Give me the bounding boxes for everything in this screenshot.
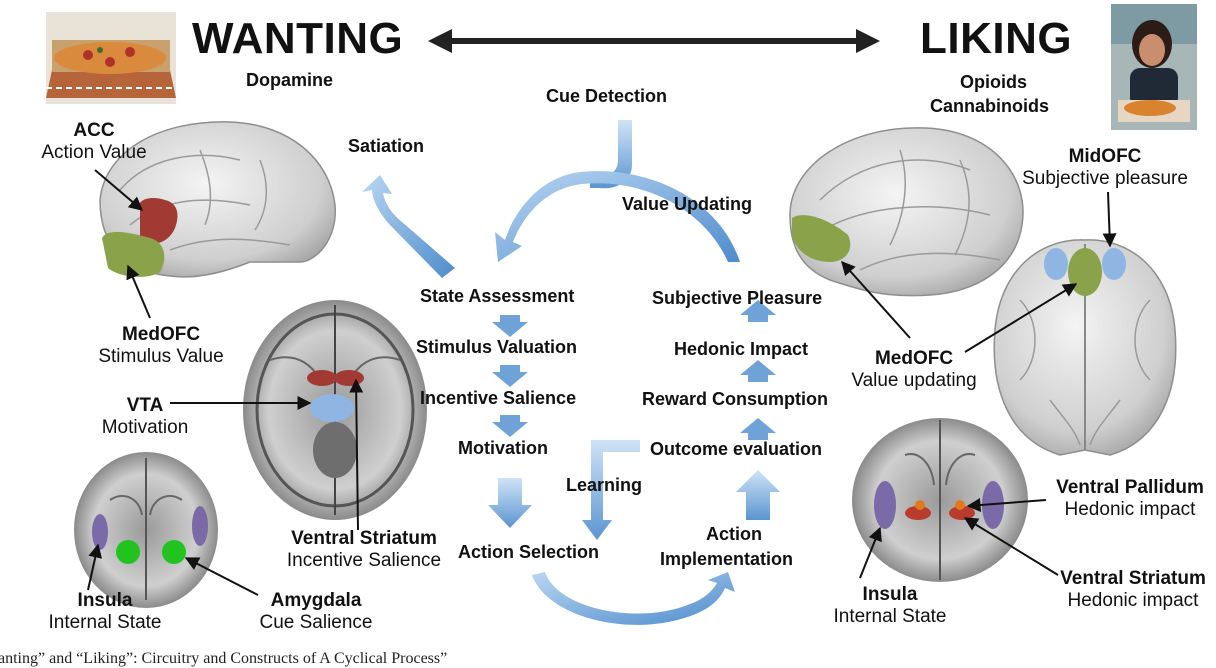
- medofc-right-sub: Value updating: [851, 370, 977, 391]
- medofc-left-title: MedOFC: [121, 324, 201, 345]
- ventral-striatum-left-title: Ventral Striatum: [291, 528, 437, 549]
- label-amygdala: Amygdala Cue Salience: [246, 590, 386, 634]
- acc-region: [139, 198, 178, 244]
- amygdala-sub: Cue Salience: [259, 612, 373, 633]
- step-subjective-pleasure: Subjective Pleasure: [652, 288, 823, 308]
- ventral-striatum-right-sub: Hedonic impact: [1067, 590, 1199, 611]
- step-outcome-evaluation: Outcome evaluation: [650, 439, 823, 459]
- midofc-region: [1068, 248, 1102, 296]
- label-medofc-left: MedOFC Stimulus Value: [88, 324, 234, 368]
- brain-coronal-left: [74, 452, 218, 608]
- down-arrow-2: [492, 365, 528, 387]
- step-stimulus-valuation: Stimulus Valuation: [416, 337, 578, 357]
- brain-medial-left: [99, 121, 336, 278]
- step-action-selection: Action Selection: [458, 542, 600, 562]
- up-arrow-4: [736, 470, 780, 520]
- up-arrow-1: [740, 300, 776, 322]
- amygdala-title: Amygdala: [270, 590, 362, 611]
- label-medofc-right: MedOFC Value updating: [842, 348, 986, 392]
- learning-label: Learning: [566, 475, 643, 495]
- acc-title: ACC: [73, 120, 115, 141]
- label-insula-left: Insula Internal State: [40, 590, 170, 634]
- step-incentive-salience: Incentive Salience: [420, 388, 577, 408]
- vta-title: VTA: [126, 395, 164, 416]
- brain-ventral: [993, 239, 1177, 456]
- up-arrow-2: [740, 360, 776, 382]
- brain-axial: [243, 300, 427, 520]
- vta-region: [310, 394, 354, 422]
- pointer-lines: [87, 169, 1117, 596]
- liking-title: LIKING: [920, 14, 1073, 63]
- figure-caption: anting” and “Liking”: Circuitry and Cons…: [0, 650, 448, 667]
- satiation-label: Satiation: [348, 136, 425, 156]
- midofc-title: MidOFC: [1068, 146, 1142, 167]
- insula-left-sub: Internal State: [48, 612, 162, 633]
- acc-sub: Action Value: [41, 142, 147, 163]
- brain-coronal-right: [852, 418, 1028, 582]
- down-arrow-1: [492, 315, 528, 337]
- step-action-implementation-2: Implementation: [660, 549, 794, 569]
- insula-right-sub: Internal State: [833, 606, 947, 627]
- ventral-striatum-left-sub: Incentive Salience: [286, 550, 442, 571]
- label-midofc: MidOFC Subjective pleasure: [1010, 146, 1200, 190]
- brain-medial-right: [789, 127, 1024, 297]
- liking-subtitle-cannabinoids: Cannabinoids: [930, 96, 1050, 116]
- ventral-pallidum-sub: Hedonic impact: [1064, 499, 1196, 520]
- insula-right-title: Insula: [862, 584, 918, 605]
- label-insula-right: Insula Internal State: [826, 584, 954, 628]
- label-ventral-pallidum: Ventral Pallidum Hedonic impact: [1046, 477, 1214, 521]
- ventral-striatum-right-title: Ventral Striatum: [1060, 568, 1206, 589]
- down-arrow-4: [488, 478, 532, 528]
- midofc-sub: Subjective pleasure: [1022, 168, 1188, 189]
- label-vta: VTA Motivation: [92, 395, 198, 439]
- down-arrow-3: [492, 415, 528, 437]
- step-state-assessment: State Assessment: [420, 286, 575, 306]
- liking-subtitle-opioids: Opioids: [960, 72, 1027, 92]
- pizza-photo: [46, 12, 176, 104]
- wanting-title: WANTING: [192, 14, 404, 63]
- cue-detection-label: Cue Detection: [546, 86, 668, 106]
- insula-left-title: Insula: [77, 590, 133, 611]
- up-arrow-3: [740, 418, 776, 440]
- step-action-implementation-1: Action: [706, 524, 762, 544]
- step-motivation: Motivation: [458, 438, 548, 458]
- step-reward-consumption: Reward Consumption: [642, 389, 829, 409]
- step-hedonic-impact: Hedonic Impact: [674, 339, 809, 359]
- cycle-arrows: [362, 120, 780, 625]
- wanting-subtitle: Dopamine: [246, 70, 334, 90]
- label-ventral-striatum-right: Ventral Striatum Hedonic impact: [1050, 568, 1216, 612]
- vta-sub: Motivation: [101, 417, 189, 438]
- medofc-left-sub: Stimulus Value: [98, 346, 224, 367]
- label-ventral-striatum-left: Ventral Striatum Incentive Salience: [274, 528, 454, 572]
- medofc-right-title: MedOFC: [874, 348, 954, 369]
- value-updating-label: Value Updating: [622, 194, 753, 214]
- label-acc: ACC Action Value: [34, 120, 154, 164]
- ventral-pallidum-title: Ventral Pallidum: [1056, 477, 1204, 498]
- medofc-region-left: [102, 231, 165, 277]
- woman-eating-photo: [1111, 4, 1197, 130]
- medofc-region-right: [792, 215, 851, 262]
- wanting-liking-arrow: [428, 29, 880, 53]
